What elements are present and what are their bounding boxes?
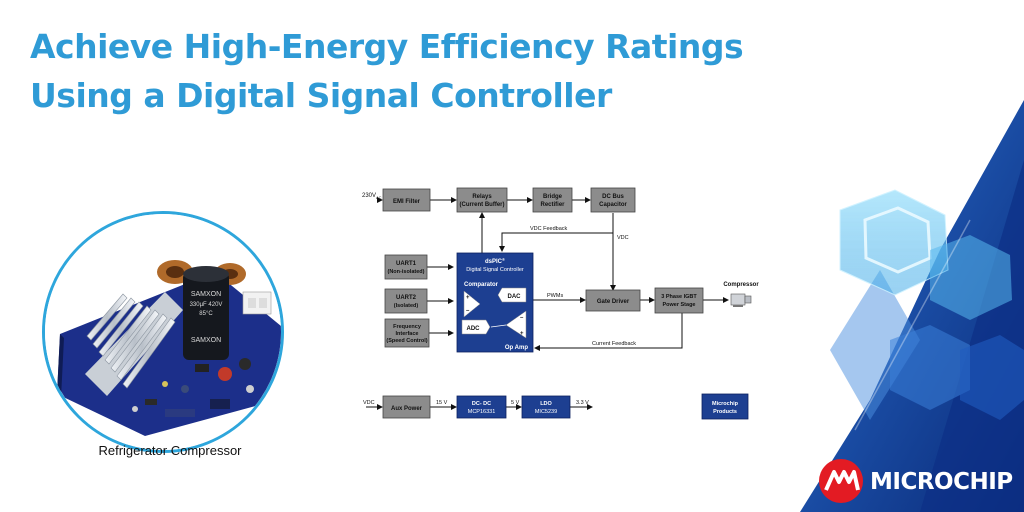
svg-text:–: –	[520, 315, 524, 321]
pcb-components	[132, 358, 254, 417]
product-photo: SAMXON 330µF 420V 85°C SAMXON	[42, 211, 284, 453]
svg-text:+: +	[466, 295, 470, 301]
vdc-input-label: VDC	[363, 400, 375, 406]
block-aux-power: Aux Power	[382, 395, 431, 419]
svg-text:LDO: LDO	[540, 401, 552, 407]
5v-label: 5 V	[511, 400, 520, 406]
heat-sink	[85, 292, 183, 396]
block-frequency-interface: Frequency Interface (Speed Control)	[384, 318, 430, 348]
svg-text:(Non-isolated): (Non-isolated)	[388, 269, 425, 275]
photo-caption: Refrigerator Compressor	[98, 443, 242, 458]
svg-text:3 Phase IGBT: 3 Phase IGBT	[661, 294, 697, 300]
svg-text:DC Bus: DC Bus	[602, 194, 624, 200]
title-line-2: Using a Digital Signal Controller	[30, 76, 612, 115]
svg-text:Comparator: Comparator	[464, 282, 499, 288]
svg-text:UART2: UART2	[396, 295, 417, 301]
svg-text:Power Stage: Power Stage	[662, 302, 695, 308]
page-title: Achieve High-Energy Efficiency Ratings U…	[30, 22, 790, 120]
block-emi-filter: EMI Filter	[382, 188, 431, 212]
svg-text:MIC5239: MIC5239	[535, 409, 557, 415]
svg-text:Capacitor: Capacitor	[599, 202, 627, 208]
decorative-background	[800, 100, 1024, 512]
svg-text:Aux Power: Aux Power	[391, 406, 423, 412]
15v-label: 15 V	[436, 400, 448, 406]
svg-text:DC- DC: DC- DC	[472, 401, 491, 407]
block-relays: Relays (Current Buffer)	[456, 187, 508, 213]
svg-text:(Current Buffer): (Current Buffer)	[460, 202, 505, 208]
block-bridge-rectifier: Bridge Rectifier	[532, 187, 573, 213]
svg-text:Interface: Interface	[396, 331, 419, 337]
brand-name: MICROCHIP	[870, 469, 1013, 495]
svg-text:Rectifier: Rectifier	[540, 202, 565, 208]
connector	[242, 291, 272, 315]
svg-text:Frequency: Frequency	[393, 324, 422, 330]
vdc-label: VDC	[617, 235, 629, 241]
block-dspic: dsPIC® Digital Signal Controller Compara…	[456, 252, 534, 353]
svg-text:Relays: Relays	[472, 194, 492, 200]
block-microchip-products: Microchip Products	[701, 393, 749, 420]
svg-text:EMI Filter: EMI Filter	[393, 199, 421, 205]
svg-text:Digital Signal Controller: Digital Signal Controller	[466, 267, 524, 273]
block-dc-bus-capacitor: DC Bus Capacitor	[590, 187, 636, 213]
block-uart1: UART1 (Non-isolated)	[384, 254, 428, 280]
capacitor: SAMXON 330µF 420V 85°C SAMXON	[183, 266, 229, 360]
compressor-label: Compressor	[723, 282, 759, 288]
svg-text:(Speed Control): (Speed Control)	[386, 338, 427, 344]
svg-text:330µF 420V: 330µF 420V	[190, 302, 223, 308]
svg-text:SAMXON: SAMXON	[191, 291, 221, 298]
svg-text:UART1: UART1	[396, 261, 417, 267]
vdc-feedback-label: VDC Feedback	[530, 226, 568, 232]
compressor-icon	[730, 293, 752, 307]
svg-text:Bridge: Bridge	[543, 194, 563, 200]
block-uart2: UART2 (Isolated)	[384, 288, 428, 314]
svg-text:MCP16331: MCP16331	[468, 409, 496, 415]
svg-text:Op Amp: Op Amp	[505, 345, 528, 351]
block-diagram: EMI Filter Relays (Current Buffer) Bridg…	[362, 187, 759, 420]
svg-text:Gate Driver: Gate Driver	[597, 299, 630, 305]
svg-text:DAC: DAC	[508, 294, 522, 300]
microchip-logo: MICROCHIP	[818, 458, 1018, 506]
title-line-1: Achieve High-Energy Efficiency Ratings	[30, 27, 744, 66]
svg-text:Microchip: Microchip	[712, 401, 739, 407]
svg-text:+: +	[520, 331, 524, 337]
block-dc-dc: DC- DC MCP16331	[456, 395, 507, 419]
3v3-label: 3.3 V	[576, 400, 589, 406]
block-gate-driver: Gate Driver	[585, 289, 641, 312]
block-ldo: LDO MIC5239	[521, 395, 571, 419]
svg-text:85°C: 85°C	[199, 311, 213, 317]
input-230v-label: 230VAC	[362, 193, 382, 200]
svg-text:Products: Products	[713, 409, 737, 415]
svg-text:–: –	[466, 308, 470, 314]
svg-text:dsPIC®: dsPIC®	[485, 257, 505, 265]
svg-text:SAMXON: SAMXON	[191, 337, 221, 344]
svg-text:ADC: ADC	[467, 326, 481, 332]
block-igbt-power-stage: 3 Phase IGBT Power Stage	[654, 287, 704, 314]
svg-text:(Isolated): (Isolated)	[394, 303, 419, 309]
current-feedback-label: Current Feedback	[592, 341, 636, 347]
microchip-logo-icon	[819, 459, 863, 503]
pwms-label: PWMs	[547, 293, 563, 299]
